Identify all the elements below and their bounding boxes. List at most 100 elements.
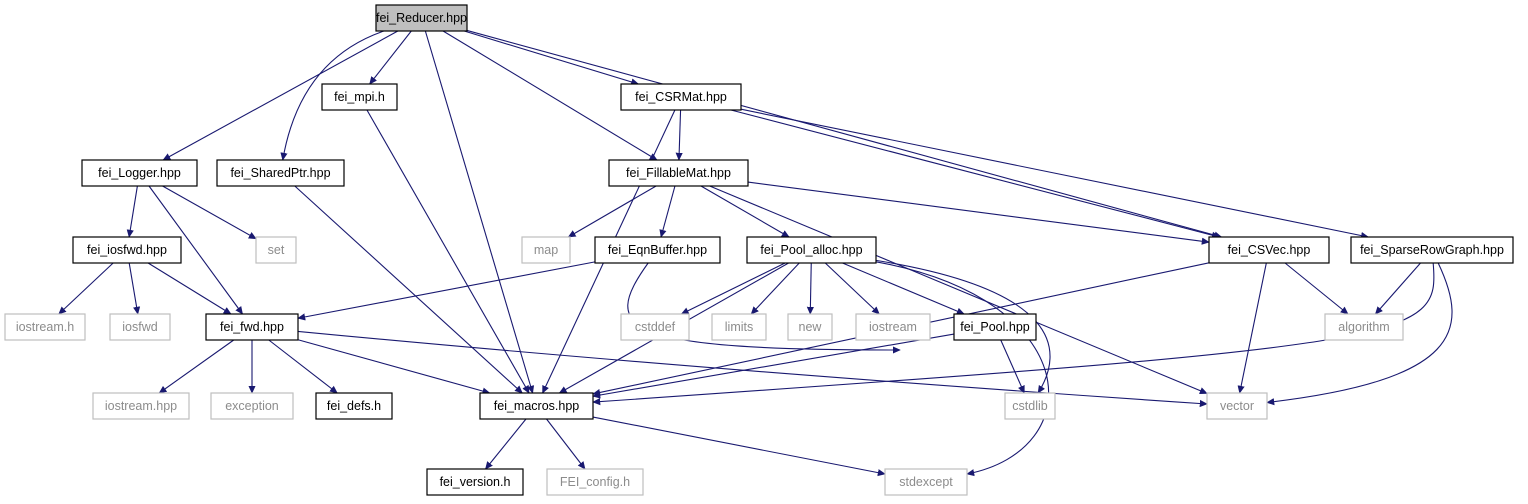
node-iosfwdhpp[interactable]: fei_iosfwd.hpp (72, 236, 182, 264)
edge-logger-to-set (162, 185, 257, 240)
node-mpi[interactable]: fei_mpi.h (321, 83, 398, 111)
edge-poolalloc-to-stdexcept (875, 261, 1050, 477)
node-sharedptr[interactable]: fei_SharedPtr.hpp (216, 159, 345, 187)
edge-fwd-to-vector (297, 330, 1208, 408)
node-label: fei_Pool_alloc.hpp (760, 243, 862, 257)
node-iostreamhpp: iostream.hpp (92, 392, 190, 420)
node-set: set (255, 236, 297, 264)
node-label: fei_macros.hpp (494, 399, 580, 413)
edge-fillablemat-to-poolalloc (700, 185, 790, 238)
node-reducer[interactable]: fei_Reducer.hpp (375, 4, 468, 32)
edge-sharedptr-to-macros (294, 185, 523, 394)
node-label: fei_CSRMat.hpp (635, 90, 727, 104)
node-box (1208, 236, 1330, 264)
node-label: fei_EqnBuffer.hpp (608, 243, 707, 257)
node-csvec[interactable]: fei_CSVec.hpp (1208, 236, 1330, 264)
node-csrmat[interactable]: fei_CSRMat.hpp (620, 83, 742, 111)
node-fwd[interactable]: fei_fwd.hpp (205, 313, 299, 341)
dependency-edges (58, 29, 1453, 477)
node-box (787, 313, 833, 341)
edge-fillablemat-to-csvec (747, 181, 1210, 245)
node-label: vector (1220, 399, 1254, 413)
node-label: set (268, 243, 285, 257)
node-map: map (521, 236, 571, 264)
node-box (746, 236, 877, 264)
node-feiconfig: FEI_config.h (546, 468, 644, 496)
node-label: fei_version.h (440, 475, 511, 489)
node-pool[interactable]: fei_Pool.hpp (953, 313, 1037, 341)
node-version[interactable]: fei_version.h (426, 468, 524, 496)
node-limits: limits (711, 313, 767, 341)
node-box (620, 313, 690, 341)
node-box (4, 313, 86, 341)
edge-fillablemat-to-map (567, 185, 657, 238)
node-algorithm: algorithm (1324, 313, 1404, 341)
node-label: iostream.h (16, 320, 74, 334)
node-box (1004, 392, 1056, 420)
node-sparserow[interactable]: fei_SparseRowGraph.hpp (1350, 236, 1514, 264)
node-logger[interactable]: fei_Logger.hpp (81, 159, 198, 187)
node-box (546, 468, 644, 496)
node-label: iosfwd (122, 320, 157, 334)
node-box (92, 392, 190, 420)
edge-reducer-to-mpi (369, 30, 412, 85)
node-iostreamh: iostream.h (4, 313, 86, 341)
edge-logger-to-iosfwdhpp (126, 185, 138, 238)
edge-macros-to-feiconfig (546, 418, 586, 470)
edge-pool-to-cstdlib (1000, 339, 1025, 394)
node-label: iostream.hpp (105, 399, 177, 413)
node-label: fei_defs.h (327, 399, 381, 413)
node-label: cstdlib (1012, 399, 1047, 413)
edge-macros-to-stdexcept (592, 416, 886, 477)
node-box (1350, 236, 1514, 264)
node-label: fei_SparseRowGraph.hpp (1360, 243, 1504, 257)
node-label: fei_iosfwd.hpp (87, 243, 167, 257)
node-box (321, 83, 398, 111)
edge-poolalloc-to-iostream (824, 262, 880, 315)
edge-sparserow-to-vector (1266, 262, 1453, 406)
node-label: FEI_config.h (560, 475, 630, 489)
node-defs[interactable]: fei_defs.h (315, 392, 393, 420)
node-eqnbuffer[interactable]: fei_EqnBuffer.hpp (594, 236, 721, 264)
edge-sparserow-to-algorithm (1374, 262, 1421, 315)
node-box (72, 236, 182, 264)
node-label: algorithm (1338, 320, 1389, 334)
edge-csvec-to-vector (1237, 262, 1267, 394)
edge-reducer-to-logger (162, 30, 399, 161)
node-macros[interactable]: fei_macros.hpp (479, 392, 594, 420)
node-label: stdexcept (899, 475, 953, 489)
node-box (375, 4, 468, 32)
edge-csrmat-to-fillablemat (675, 109, 683, 161)
node-iosfwd: iosfwd (109, 313, 171, 341)
node-box (953, 313, 1037, 341)
node-box (855, 313, 931, 341)
node-label: fei_Reducer.hpp (376, 11, 467, 25)
node-box (205, 313, 299, 341)
edge-fwd-to-macros (297, 339, 491, 395)
node-box (109, 313, 171, 341)
edge-poolalloc-to-new (806, 262, 814, 315)
edge-iosfwdhpp-to-iosfwd (128, 262, 141, 315)
node-box (479, 392, 594, 420)
node-cstddef: cstddef (620, 313, 690, 341)
edge-macros-to-version (485, 418, 527, 470)
edge-csrmat-to-csvec (730, 109, 1220, 239)
edge-iosfwdhpp-to-iostreamh (58, 262, 114, 315)
node-box (255, 236, 297, 264)
edge-poolalloc-to-cstddef (680, 262, 786, 315)
node-exception: exception (210, 392, 294, 420)
node-box (884, 468, 968, 496)
node-label: fei_fwd.hpp (220, 320, 284, 334)
node-vector: vector (1206, 392, 1268, 420)
node-stdexcept: stdexcept (884, 468, 968, 496)
node-iostream: iostream (855, 313, 931, 341)
node-fillablemat[interactable]: fei_FillableMat.hpp (608, 159, 749, 187)
node-label: map (534, 243, 558, 257)
node-label: fei_SharedPtr.hpp (230, 166, 330, 180)
node-label: limits (725, 320, 753, 334)
node-label: fei_mpi.h (334, 90, 385, 104)
node-poolalloc[interactable]: fei_Pool_alloc.hpp (746, 236, 877, 264)
edge-logger-to-fwd (148, 185, 243, 315)
node-box (315, 392, 393, 420)
node-box (1324, 313, 1404, 341)
